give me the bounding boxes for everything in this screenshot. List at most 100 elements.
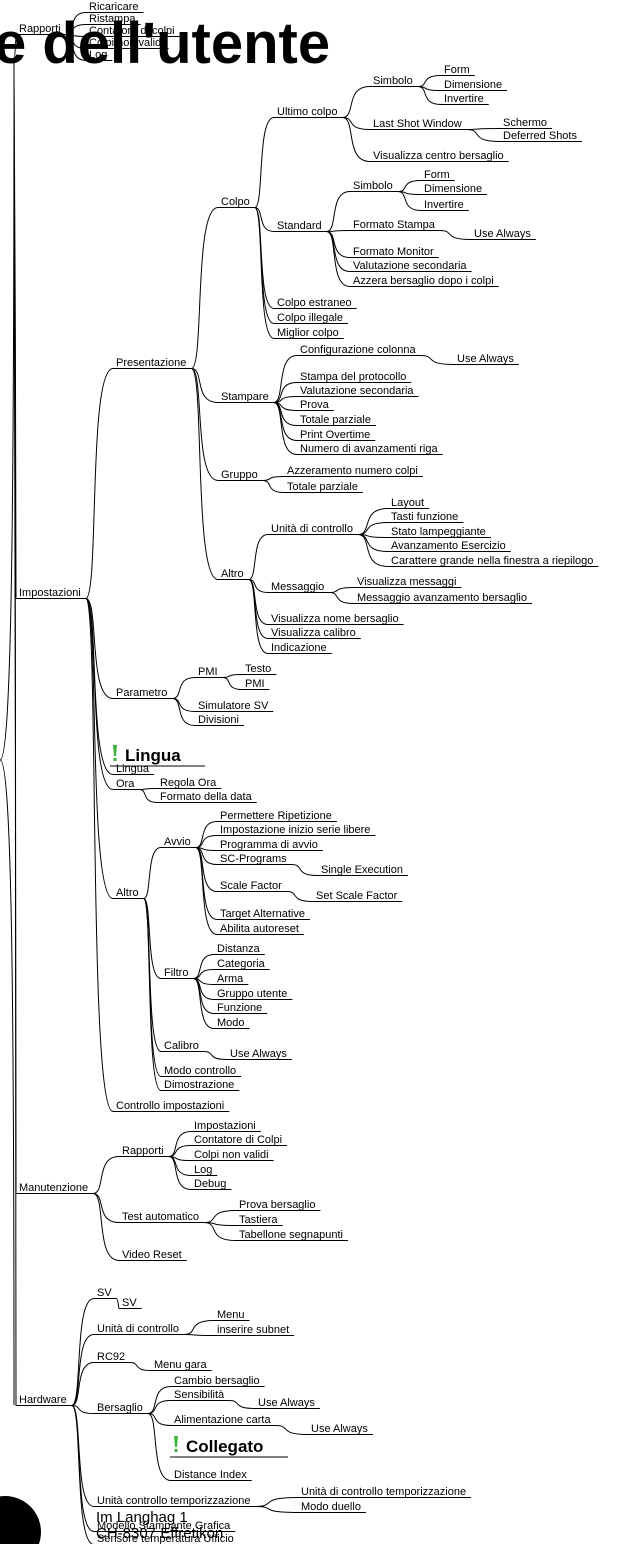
node-hardware: Hardware: [19, 1394, 67, 1406]
branch-regola-ora: [139, 788, 158, 790]
trunk-hardware: [13, 86, 17, 1406]
node-debug: Debug: [194, 1178, 226, 1190]
node-arma: Arma: [217, 973, 244, 985]
branch-form1: [417, 75, 442, 87]
branch-colpo-estraneo: [254, 207, 275, 309]
node-visualizza-messaggi: Visualizza messaggi: [357, 576, 456, 588]
node-impostazioni: Impostazioni: [19, 587, 81, 599]
branch-stampare: [191, 368, 219, 403]
node-log-top: Log: [89, 49, 107, 61]
node-messaggio: Messaggio: [271, 581, 324, 593]
branch-tasti-funzione: [357, 522, 389, 535]
node-sensibilita: Sensibilità: [174, 1389, 225, 1401]
node-distance-index: Distance Index: [174, 1469, 247, 1481]
node-visualizza-nome: Visualizza nome bersaglio: [271, 613, 399, 625]
node-gruppo: Gruppo: [221, 469, 258, 481]
branch-single-execution: [291, 864, 319, 876]
callout-label-lingua-callout: Lingua: [125, 746, 181, 765]
branch-divisioni: [172, 698, 196, 726]
node-use-always5: Use Always: [311, 1423, 368, 1435]
branch-test-automatico: [93, 1193, 120, 1223]
branch-parametro: [85, 598, 114, 699]
branch-set-scale-factor: [286, 891, 314, 902]
node-numero-avanzamenti: Numero di avanzamenti riga: [300, 443, 438, 455]
branch-formato-monitor: [326, 231, 351, 258]
node-config-colonna: Configurazione colonna: [300, 344, 416, 356]
node-modo: Modo: [217, 1017, 245, 1029]
branch-carattere-grande: [357, 534, 389, 567]
branch-filtro: [143, 898, 162, 979]
node-distanza: Distanza: [217, 943, 261, 955]
branch-sensore-temperatura: [71, 1405, 95, 1544]
node-single-execution: Single Execution: [321, 864, 403, 876]
node-avanzamento-esercizio: Avanzamento Esercizio: [391, 540, 506, 552]
node-formato-stampa: Formato Stampa: [353, 219, 436, 231]
branch-log-top: [65, 34, 87, 61]
branch-bersaglio: [71, 1405, 95, 1414]
node-programma-avvio: Programma di avvio: [220, 839, 318, 851]
branch-standard: [254, 207, 275, 232]
node-ultimo-colpo: Ultimo colpo: [277, 106, 338, 118]
branch-colpo-illegale: [254, 207, 275, 324]
callout-collegato-callout: Collegato: [170, 1436, 288, 1458]
node-rc92: RC92: [97, 1351, 125, 1363]
node-simulatore-sv: Simulatore SV: [198, 700, 269, 712]
branch-use-always4: [229, 1400, 256, 1409]
node-modo-controllo: Modo controllo: [164, 1065, 236, 1077]
node-ora: Ora: [116, 778, 135, 790]
node-ricaricare: Ricaricare: [89, 1, 139, 13]
node-visualizza-calibro: Visualizza calibro: [271, 627, 356, 639]
branch-avvio: [143, 847, 162, 899]
node-regola-ora: Regola Ora: [160, 777, 217, 789]
node-manutenzione: Manutenzione: [19, 1182, 88, 1194]
node-totale-parziale1: Totale parziale: [300, 414, 371, 426]
node-target-alternative: Target Alternative: [220, 908, 305, 920]
node-bersaglio: Bersaglio: [97, 1402, 143, 1414]
branch-calibro: [143, 898, 162, 1052]
branch-indicazione: [248, 579, 269, 654]
node-rapporti2: Rapporti: [122, 1145, 164, 1157]
branch-gruppo: [191, 368, 219, 481]
branch-pmi1: [172, 677, 196, 699]
node-sv1: SV: [97, 1287, 112, 1299]
node-controllo-impostazioni: Controllo impostazioni: [116, 1100, 224, 1112]
node-invertire1: Invertire: [444, 93, 484, 105]
node-dimostrazione: Dimostrazione: [164, 1079, 234, 1091]
footer-logo-disc: [0, 1496, 41, 1544]
node-parametro: Parametro: [116, 687, 167, 699]
branch-m-impostazioni: [168, 1131, 192, 1157]
node-calibro: Calibro: [164, 1040, 199, 1052]
node-tasti-funzione: Tasti funzione: [391, 511, 458, 523]
node-filtro: Filtro: [164, 967, 188, 979]
callout-label-collegato-callout: Collegato: [186, 1437, 263, 1456]
branch-controllo-impostazioni: [85, 598, 114, 1112]
branch-altro2: [85, 598, 114, 899]
node-colpi-non-validi2: Colpi non validi: [194, 1149, 269, 1161]
page-title-fragment: e dell'utente: [0, 11, 330, 76]
node-simbolo1: Simbolo: [373, 75, 413, 87]
branch-invertire1: [417, 86, 442, 105]
node-menu-gara: Menu gara: [154, 1359, 207, 1371]
exclamation-icon: [174, 1436, 178, 1452]
node-valutazione-sec1: Valutazione secondaria: [353, 260, 467, 272]
node-abilita-autoreset: Abilita autoreset: [220, 923, 299, 935]
footer-address-line2: CH-8307 Effretikon: [96, 1525, 223, 1542]
node-cambio-bersaglio: Cambio bersaglio: [174, 1375, 260, 1387]
node-use-always1: Use Always: [474, 228, 531, 240]
branch-unita-controllo2: [71, 1334, 95, 1406]
branch-dimostrazione: [143, 898, 162, 1091]
branch-use-always1: [439, 230, 472, 240]
node-scale-factor: Scale Factor: [220, 880, 282, 892]
node-prova: Prova: [300, 399, 330, 411]
node-categoria: Categoria: [217, 958, 266, 970]
node-unita-controllo2: Unità di controllo: [97, 1323, 179, 1335]
node-colpo: Colpo: [221, 196, 250, 208]
footer-address-line1: Im Langhag 1: [96, 1509, 188, 1526]
branch-tabellone: [204, 1222, 237, 1241]
node-permettere-ripetizione: Permettere Ripetizione: [220, 810, 332, 822]
branch-ora: [85, 598, 114, 790]
branch-azzeramento-numero: [262, 476, 285, 481]
branch-inserire-subnet: [183, 1334, 215, 1336]
node-messaggio-avanzamento: Messaggio avanzamento bersaglio: [357, 592, 527, 604]
